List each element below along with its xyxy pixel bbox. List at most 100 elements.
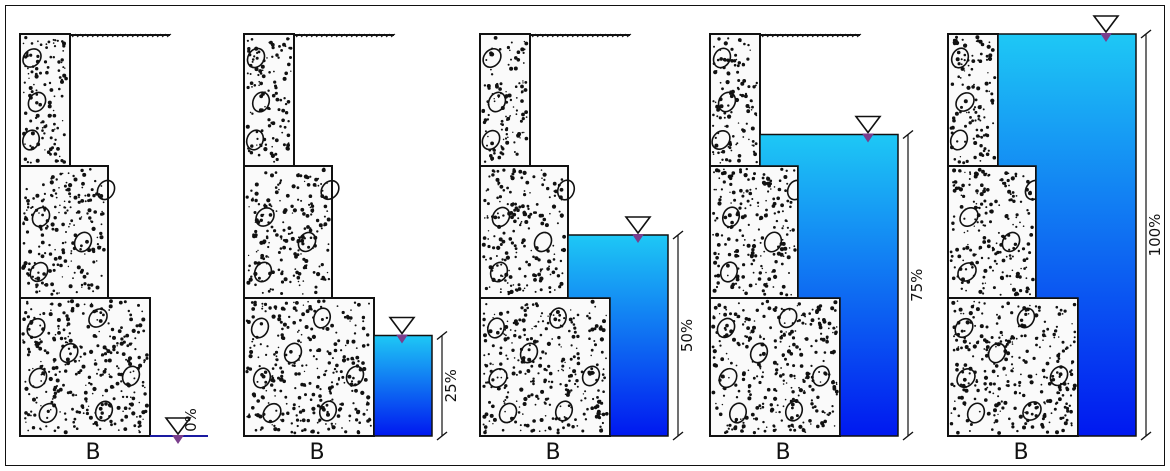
aggregate-stone (253, 261, 273, 283)
aggregate-speck (279, 181, 282, 184)
aggregate-speck (769, 326, 772, 330)
aggregate-speck (481, 242, 486, 247)
aggregate-speck (28, 368, 31, 372)
ground-hatch (761, 33, 767, 38)
aggregate-speck (502, 214, 505, 217)
aggregate-speck (1019, 221, 1021, 224)
aggregate-stone (549, 307, 567, 329)
aggregate-speck (274, 86, 278, 90)
aggregate-speck (1001, 305, 1004, 309)
aggregate-speck (279, 389, 283, 393)
aggregate-speck (298, 329, 300, 332)
aggregate-speck (543, 401, 546, 404)
aggregate-speck (257, 203, 261, 206)
aggregate-speck (979, 119, 982, 122)
aggregate-speck (1055, 305, 1059, 309)
aggregate-speck (797, 302, 801, 306)
aggregate-speck (520, 220, 523, 223)
aggregate-speck (952, 116, 956, 120)
aggregate-speck (100, 223, 103, 226)
aggregate-speck (963, 217, 966, 220)
aggregate-speck (755, 187, 757, 190)
aggregate-speck (34, 116, 38, 120)
aggregate-speck (526, 284, 529, 287)
aggregate-speck (248, 206, 250, 208)
aggregate-speck (975, 307, 980, 312)
aggregate-speck (42, 198, 45, 201)
aggregate-speck (975, 40, 978, 42)
aggregate-speck (712, 124, 715, 127)
aggregate-speck (60, 78, 64, 82)
aggregate-speck (978, 59, 983, 63)
aggregate-speck (264, 143, 268, 146)
aggregate-speck (993, 414, 996, 417)
aggregate-speck (586, 407, 589, 411)
base-width-label: B (85, 440, 100, 465)
aggregate-speck (483, 425, 488, 429)
aggregate-speck (337, 408, 342, 412)
aggregate-speck (577, 356, 580, 360)
aggregate-speck (717, 151, 720, 155)
aggregate-speck (997, 387, 1001, 391)
aggregate-speck (300, 199, 303, 202)
aggregate-speck (1022, 394, 1026, 398)
ground-hatch (310, 33, 316, 38)
aggregate-speck (1011, 425, 1015, 429)
aggregate-speck (257, 153, 261, 157)
aggregate-speck (773, 212, 776, 215)
aggregate-speck (955, 57, 960, 62)
aggregate-speck (286, 100, 291, 104)
aggregate-speck (53, 152, 58, 156)
aggregate-speck (60, 61, 63, 64)
aggregate-speck (832, 331, 834, 334)
aggregate-stone (491, 206, 511, 228)
aggregate-speck (368, 302, 370, 305)
dimension-tick (902, 431, 914, 441)
aggregate-speck (99, 246, 102, 248)
aggregate-speck (570, 309, 572, 311)
aggregate-speck (34, 343, 37, 346)
aggregate-speck (962, 339, 967, 344)
aggregate-speck (48, 252, 53, 256)
aggregate-speck (1019, 200, 1023, 203)
aggregate-speck (1055, 325, 1058, 328)
aggregate-speck (501, 147, 505, 151)
aggregate-speck (304, 325, 309, 329)
aggregate-speck (973, 397, 977, 401)
aggregate-speck (833, 425, 836, 427)
aggregate-speck (718, 116, 722, 120)
aggregate-speck (957, 254, 962, 259)
aggregate-speck (974, 384, 977, 387)
aggregate-speck (251, 315, 255, 319)
aggregate-speck (572, 317, 575, 320)
aggregate-speck (483, 339, 488, 343)
aggregate-speck (273, 80, 277, 84)
aggregate-speck (250, 189, 253, 192)
aggregate-speck (63, 259, 68, 263)
aggregate-speck (312, 271, 316, 274)
aggregate-speck (744, 317, 749, 321)
aggregate-speck (46, 150, 51, 154)
aggregate-speck (981, 357, 984, 361)
aggregate-speck (518, 335, 522, 339)
aggregate-speck (1058, 391, 1061, 395)
aggregate-speck (81, 312, 85, 315)
aggregate-speck (273, 427, 278, 432)
aggregate-speck (761, 289, 765, 293)
aggregate-speck (28, 262, 31, 266)
aggregate-speck (311, 211, 314, 214)
aggregate-speck (43, 349, 47, 352)
aggregate-speck (985, 325, 989, 329)
aggregate-speck (138, 430, 141, 434)
aggregate-speck (1041, 417, 1045, 421)
aggregate-speck (792, 364, 796, 368)
aggregate-speck (92, 290, 95, 293)
aggregate-speck (247, 414, 251, 419)
aggregate-speck (956, 50, 961, 55)
aggregate-speck (278, 45, 281, 48)
aggregate-speck (511, 342, 513, 344)
aggregate-speck (516, 58, 521, 62)
aggregate-speck (333, 348, 338, 353)
aggregate-speck (1029, 293, 1031, 296)
aggregate-speck (774, 306, 778, 310)
